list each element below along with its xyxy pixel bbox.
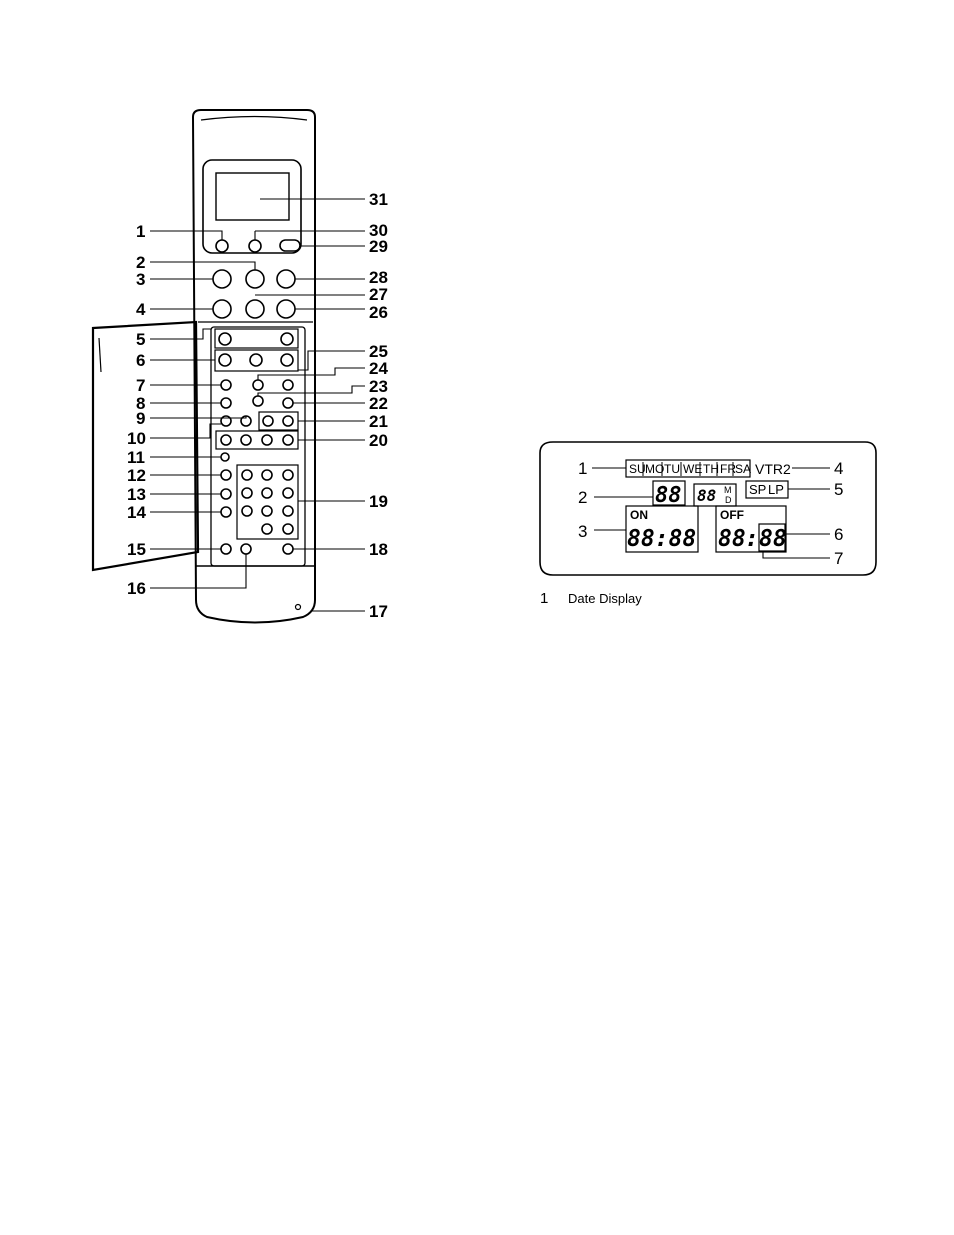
display-callout-1: 1 [578,459,587,478]
date-digits: 88 [655,483,682,508]
day-label-sa: SA [735,462,751,476]
off-time-hours: 88 [718,526,746,552]
caption-number: 1 [540,590,568,607]
caption-text: Date Display [568,591,642,606]
display-callout-2: 2 [578,488,587,507]
day-label-we: WE [683,462,702,476]
off-time-colon: : [745,526,759,552]
vtr-label: VTR2 [755,461,791,477]
display-callout-7: 7 [834,549,843,568]
channel-digits: 88 [697,486,716,505]
display-callout-6: 6 [834,525,843,544]
off-label: OFF [720,508,744,522]
display-callout-3: 3 [578,522,587,541]
mode-lp: LP [768,482,784,497]
day-label-fr: FR [720,462,736,476]
day-label-tu: TU [664,462,680,476]
mode-sp: SP [749,482,766,497]
display-callout-4: 4 [834,459,843,478]
off-time-minutes: 88 [759,526,787,552]
month-indicator: M [724,485,732,495]
display-callout-5: 5 [834,480,843,499]
on-label: ON [630,508,648,522]
day-label-mo: MO [645,462,664,476]
day-indicator: D [725,495,732,505]
on-time: 88:88 [627,526,696,552]
